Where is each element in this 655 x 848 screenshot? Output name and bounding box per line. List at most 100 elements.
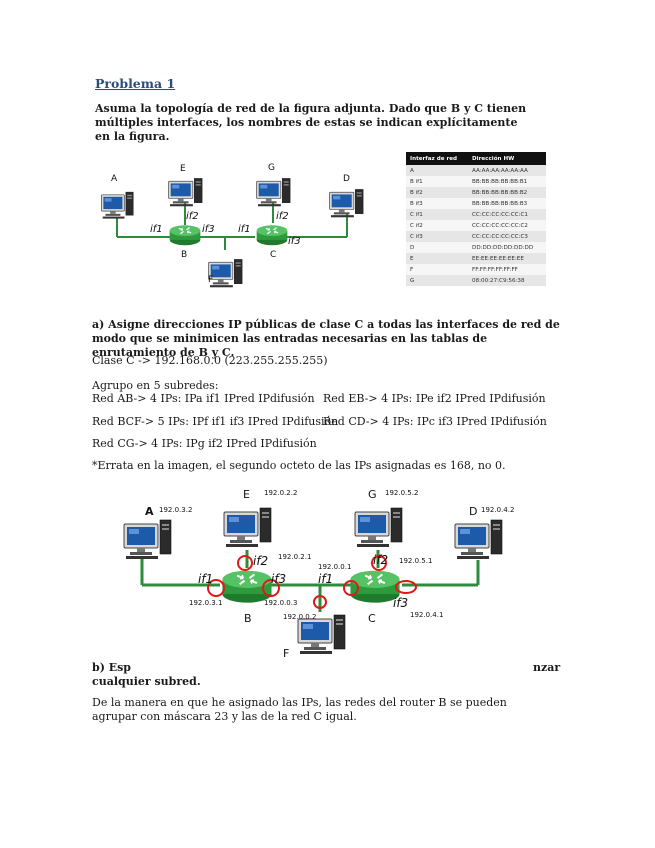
- red-eb-text: Red EB-> 4 IPs: IPe if2 IPred IPdifusión: [323, 392, 546, 405]
- ip-c-if2-label: 192.0.5.1: [399, 557, 433, 565]
- ip-b-if3-label: 192.0.0.3: [264, 599, 298, 607]
- node-a-label-2: A: [145, 505, 154, 518]
- red-cd-text: Red CD-> 4 IPs: IPc if3 IPred IPdifusión: [323, 415, 547, 428]
- pc-d-icon: [454, 519, 503, 560]
- router-b-icon: [169, 224, 201, 246]
- table-cell: B if2: [406, 187, 469, 198]
- b-if2-label-2: if2: [253, 554, 269, 568]
- table-cell: CC:CC:CC:CC:CC:C1: [468, 209, 546, 220]
- ip-b-if1-label: 192.0.3.1: [189, 599, 223, 607]
- table-cell: G: [406, 275, 469, 286]
- problem-title: Problema 1: [95, 76, 176, 91]
- node-g-label: G: [268, 163, 275, 173]
- table-cell: A: [406, 165, 469, 176]
- table-cell: AA:AA:AA:AA:AA:AA: [468, 165, 546, 176]
- pc-d-icon: [329, 189, 364, 218]
- b-if1-label: if1: [150, 224, 163, 235]
- table-cell: C if1: [406, 209, 469, 220]
- b-if2-label: if2: [186, 211, 199, 222]
- table-cell: BB:BB:BB:BB:BB:B3: [468, 198, 546, 209]
- router-b-icon: [221, 569, 273, 604]
- node-e-label: E: [180, 164, 186, 174]
- mac-table-header-address: Dirección HW: [468, 152, 546, 165]
- table-cell: C if2: [406, 220, 469, 231]
- agrupo-text: Agrupo en 5 subredes:: [92, 379, 219, 392]
- ip-e-label: 192.0.2.2: [264, 489, 298, 497]
- node-a-label: A: [111, 174, 118, 184]
- ip-f-label: 192.0.0.2: [283, 613, 317, 621]
- table-cell: D: [406, 242, 469, 253]
- pc-e-icon: [223, 507, 272, 548]
- table-cell: 08:00:27:C9:56:38: [468, 275, 546, 286]
- part-b-heading-end: nzar: [533, 661, 561, 674]
- ip-a-label: 192.0.3.2: [159, 506, 193, 514]
- pc-a-icon: [101, 191, 134, 219]
- table-cell: CC:CC:CC:CC:CC:C3: [468, 231, 546, 242]
- pc-g-icon: [354, 507, 403, 548]
- c-if2-label-2: if2: [373, 553, 389, 567]
- table-cell: BB:BB:BB:BB:BB:B1: [468, 176, 546, 187]
- table-cell: DD:DD:DD:DD:DD:DD: [468, 242, 546, 253]
- pc-f-icon: [208, 259, 243, 288]
- table-cell: C if3: [406, 231, 469, 242]
- c-if2-label: if2: [276, 211, 289, 222]
- router-c-icon: [256, 224, 288, 246]
- ip-d-label: 192.0.4.2: [481, 506, 515, 514]
- table-cell: CC:CC:CC:CC:CC:C2: [468, 220, 546, 231]
- network-diagram-1: [101, 178, 364, 288]
- mac-table-header-interface: Interfaz de red: [406, 152, 469, 165]
- b-if3-label-2: if3: [271, 572, 287, 586]
- table-cell: BB:BB:BB:BB:BB:B2: [468, 187, 546, 198]
- part-b-heading-line2: cualquier subred.: [92, 675, 201, 688]
- pc-a-icon: [123, 519, 172, 560]
- c-if1-label-2: if1: [318, 572, 334, 586]
- node-e-label-2: E: [243, 488, 250, 501]
- red-cg-text: Red CG-> 4 IPs: IPg if2 IPred IPdifusión: [92, 437, 317, 450]
- table-cell: B if1: [406, 176, 469, 187]
- node-c-label: C: [270, 250, 277, 260]
- b-if1-label-2: if1: [198, 572, 214, 586]
- table-cell: F: [406, 264, 469, 275]
- node-g-label-2: G: [368, 488, 377, 501]
- red-ab-text: Red AB-> 4 IPs: IPa if1 IPred IPdifusión: [92, 392, 315, 405]
- clase-c-text: Clase C -> 192.168.0.0 (223.255.255.255): [92, 354, 328, 367]
- part-a-heading: a) Asigne direcciones IP públicas de cla…: [92, 318, 560, 359]
- node-b-label-2: B: [244, 612, 252, 625]
- part-b-heading-start: b) Esp: [92, 661, 131, 674]
- table-cell: E: [406, 253, 469, 264]
- node-c-label-2: C: [368, 612, 376, 625]
- errata-text: *Errata en la imagen, el segundo octeto …: [92, 459, 506, 472]
- intro-text: Asuma la topología de red de la figura a…: [95, 102, 527, 143]
- node-d-label: D: [343, 174, 350, 184]
- c-if3-label-2: if3: [393, 596, 409, 610]
- network-diagram-2: [123, 507, 503, 670]
- table-cell: FF:FF:FF:FF:FF:FF: [468, 264, 546, 275]
- pc-g-icon: [256, 178, 291, 207]
- pc-e-icon: [168, 178, 203, 207]
- node-d-label-2: D: [469, 505, 478, 518]
- node-f-label: F: [208, 275, 214, 285]
- ip-g-label: 192.0.5.2: [385, 489, 419, 497]
- node-f-label-2: F: [283, 647, 290, 660]
- node-b-label: B: [181, 250, 188, 260]
- table-cell: B if3: [406, 198, 469, 209]
- c-if1-label: if1: [238, 224, 251, 235]
- red-bcf-text: Red BCF-> 5 IPs: IPf if1 if3 IPred IPdif…: [92, 415, 339, 428]
- ip-c-if3-label: 192.0.4.1: [410, 611, 444, 619]
- c-if3-label: if3: [288, 236, 301, 247]
- ip-b-if2-label: 192.0.2.1: [278, 553, 312, 561]
- part-b-answer: De la manera en que he asignado las IPs,…: [92, 696, 507, 723]
- b-if3-label: if3: [202, 224, 215, 235]
